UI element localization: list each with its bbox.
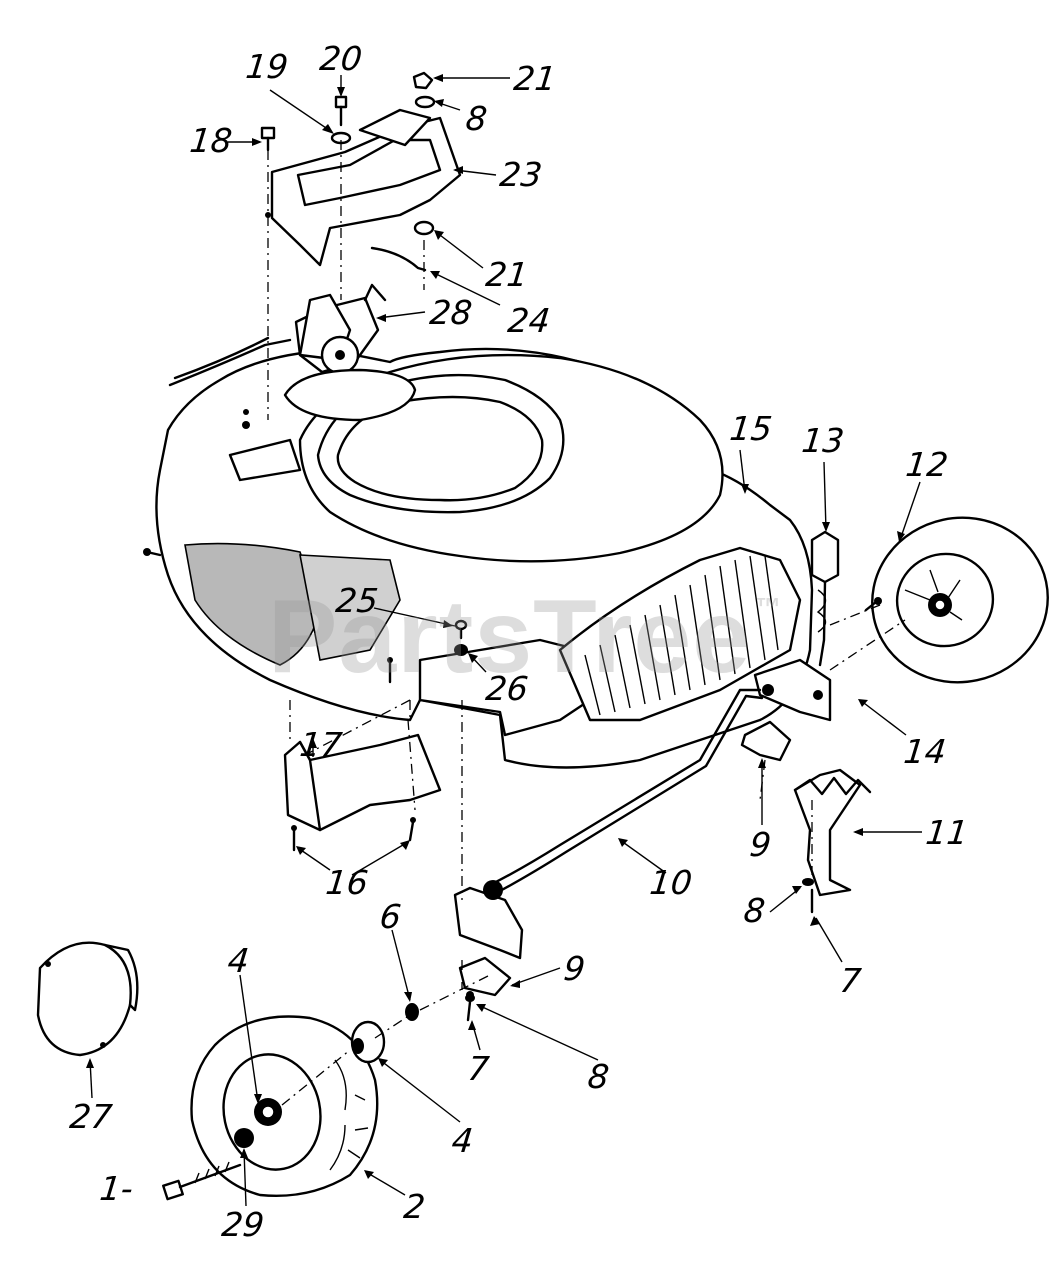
callout-24: 24 [505, 301, 553, 340]
bolt-1 [162, 1161, 242, 1201]
washer-6 [405, 1003, 419, 1021]
callout-21-lower: 21 [483, 255, 531, 294]
callout-8: 8 [463, 99, 490, 138]
left-rear-wheel [190, 1015, 379, 1197]
leader-arrowheads [86, 74, 905, 1179]
callout-12: 12 [903, 445, 951, 484]
callout-23: 23 [497, 155, 545, 194]
pivot-bracket [453, 880, 524, 999]
bushing-4 [350, 1020, 386, 1064]
callout-10: 10 [647, 863, 695, 902]
clip-9-upper [740, 720, 792, 762]
callout-9-lower: 9 [561, 949, 588, 988]
callout-2: 2 [401, 1187, 428, 1226]
spacer-29 [234, 1128, 254, 1148]
callout-15: 15 [727, 409, 775, 448]
callout-7-right: 7 [837, 961, 864, 1000]
hub-cap-27 [36, 941, 139, 1057]
callout-11: 11 [923, 813, 971, 852]
callout-8-lower: 8 [585, 1057, 612, 1096]
callout-14: 14 [901, 732, 949, 771]
discharge-deflector-23 [265, 108, 462, 267]
height-bracket-11 [793, 768, 872, 897]
callout-1: 1- [97, 1169, 135, 1208]
callout-6: 6 [377, 897, 404, 936]
deck-vent-ribs [584, 555, 779, 716]
fasteners [143, 71, 882, 1022]
callout-27: 27 [67, 1097, 115, 1136]
callout-9-upper: 9 [747, 825, 774, 864]
knob-13 [810, 530, 840, 667]
rod-24 [370, 246, 427, 272]
callout-29: 29 [219, 1205, 267, 1244]
cable-assembly [168, 283, 417, 422]
callout-4-lower: 4 [449, 1121, 476, 1160]
callout-13: 13 [799, 421, 847, 460]
callout-20: 20 [317, 39, 365, 78]
callout-16: 16 [323, 863, 371, 902]
right-front-wheel [871, 516, 1049, 684]
callout-19: 19 [243, 47, 291, 86]
bracket-14 [753, 658, 832, 722]
axle-rod-10 [488, 688, 762, 887]
callout-26: 26 [483, 669, 531, 708]
callout-21: 21 [511, 59, 559, 98]
callout-28: 28 [427, 293, 475, 332]
callout-25: 25 [333, 581, 381, 620]
callout-18: 18 [187, 121, 235, 160]
callout-7-lower: 7 [465, 1049, 492, 1088]
callout-8-right: 8 [741, 891, 768, 930]
callout-17: 17 [297, 725, 345, 764]
callout-4-upper: 4 [225, 941, 252, 980]
mower-deck [155, 347, 814, 769]
